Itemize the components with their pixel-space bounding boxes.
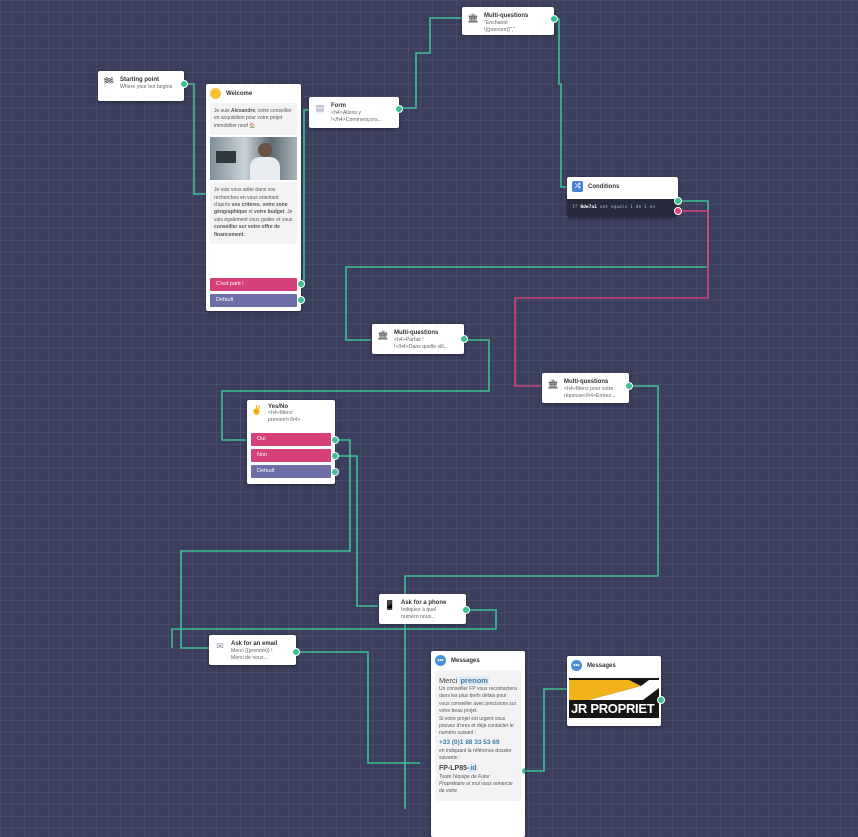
phone-icon: 📱: [384, 600, 396, 610]
output-port[interactable]: [331, 452, 339, 460]
chat-icon: •••: [435, 655, 446, 666]
button-cest-parti[interactable]: C'est parti !: [210, 278, 297, 291]
messages-node-2[interactable]: ••• Messages JR PROPRIET: [567, 656, 665, 726]
button-non[interactable]: Non: [251, 449, 331, 462]
conditions-node[interactable]: ⤮ Conditions If 0de7a1 not equals 1 de 1…: [567, 177, 682, 217]
button-oui[interactable]: Oui: [251, 433, 331, 446]
checkered-flag-icon: 🏁: [103, 77, 115, 87]
welcome-node[interactable]: 👋 Welcome Je suis Alexandre, votre conse…: [206, 84, 305, 311]
node-title: Ask for a phone: [401, 600, 447, 606]
node-title: Multi-questions: [564, 379, 609, 385]
output-port-false[interactable]: [674, 207, 682, 215]
output-port[interactable]: [462, 606, 470, 614]
multi-questions-node-3[interactable]: 🏛 Multi-questions <h4>Merci pour votre r…: [542, 373, 633, 403]
logo-shape: [569, 680, 659, 700]
node-title: Form: [331, 103, 346, 109]
node-header: ••• Messages: [567, 656, 661, 675]
output-port[interactable]: [657, 696, 665, 704]
output-port[interactable]: [180, 80, 188, 88]
shuffle-icon: ⤮: [572, 181, 583, 192]
node-header: ⤮ Conditions: [567, 177, 678, 196]
node-header: ✌ Yes/No <h4>Merci prenom!</h4>: [251, 404, 301, 423]
message-bubble: Merci prenom Un conseiller FP vous recon…: [435, 670, 521, 801]
thumbs-icon: ✌: [251, 405, 263, 415]
node-header: 👋 Welcome: [206, 84, 301, 103]
node-title: Ask for an email: [231, 641, 278, 647]
messages-node-1[interactable]: ••• Messages Merci prenom Un conseiller …: [431, 651, 525, 837]
house-icon: 🏠: [249, 122, 256, 129]
node-title: Conditions: [588, 183, 620, 190]
output-port[interactable]: [297, 280, 305, 288]
node-title: Yes/No: [268, 404, 289, 410]
advisor-photo: [210, 137, 297, 181]
waving-hand-icon: 👋: [210, 88, 221, 99]
output-port[interactable]: [521, 767, 525, 775]
form-node[interactable]: ▤ Form <h4>Allons y !</h4>Commençons...: [309, 97, 403, 128]
logo-text: JR PROPRIET: [571, 701, 655, 716]
output-port[interactable]: [297, 296, 305, 304]
condition-code: If 0de7a1 not equals 1 de 1 en: [567, 199, 678, 217]
node-title: Messages: [451, 657, 480, 664]
starting-point-node[interactable]: 🏁 Starting point Where your bot begins: [98, 71, 188, 101]
message-bubble-details: Je vais vous aider dans vos recherches e…: [210, 182, 297, 245]
button-default[interactable]: Default: [251, 465, 331, 478]
multi-questions-node-2[interactable]: 🏛 Multi-questions <h4>Parfait ! !</h4>Da…: [372, 324, 468, 354]
node-title: Multi-questions: [484, 13, 529, 19]
reference-code: FP-LP85-id: [439, 764, 478, 772]
chat-icon: •••: [571, 660, 582, 671]
form-icon: ▤: [315, 103, 325, 113]
node-header: ••• Messages: [431, 651, 525, 670]
output-port[interactable]: [331, 468, 339, 476]
node-title: Messages: [587, 662, 616, 669]
bank-icon: 🏛: [547, 379, 559, 389]
message-bubble-intro: Je suis Alexandre, votre conseiller en a…: [210, 103, 297, 136]
node-title: Multi-questions: [394, 330, 439, 336]
output-port[interactable]: [331, 436, 339, 444]
phone-number: +33 (0)1 88 33 53 69: [439, 738, 500, 746]
output-port[interactable]: [292, 648, 300, 656]
bank-icon: 🏛: [467, 13, 479, 23]
multi-questions-node-1[interactable]: 🏛 Multi-questions "Enchanté \{{prenom}}"…: [462, 7, 558, 35]
button-default[interactable]: Default: [210, 294, 297, 307]
ask-email-node[interactable]: ✉ Ask for an email Merci {{prenom}} ! Me…: [209, 635, 300, 665]
output-port-true[interactable]: [674, 197, 682, 205]
output-port[interactable]: [460, 335, 468, 343]
node-title: Starting point: [120, 77, 159, 83]
company-logo-image: JR PROPRIET: [569, 678, 659, 718]
output-port[interactable]: [395, 105, 403, 113]
yes-no-node[interactable]: ✌ Yes/No <h4>Merci prenom!</h4> Oui Non …: [247, 400, 339, 484]
node-subtitle: Where your bot begins: [120, 84, 173, 90]
output-port[interactable]: [550, 15, 558, 23]
node-title: Welcome: [226, 90, 253, 97]
ask-phone-node[interactable]: 📱 Ask for a phone Indiquez à quel numéro…: [379, 594, 470, 624]
output-port[interactable]: [625, 382, 633, 390]
envelope-icon: ✉: [216, 641, 224, 651]
bank-icon: 🏛: [377, 330, 389, 340]
